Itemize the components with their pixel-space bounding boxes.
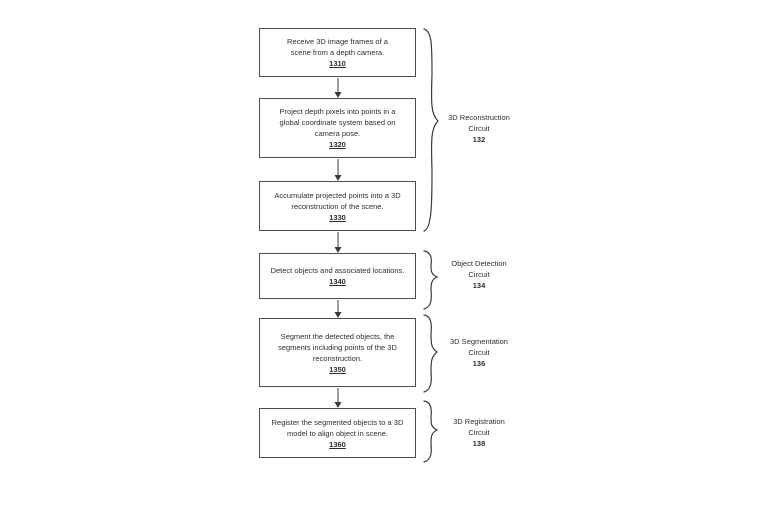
circuit-ref-number: 134 <box>472 281 486 290</box>
step-text-line: camera pose. <box>314 129 361 138</box>
flow-step-box-1350: Segment the detected objects, the segmen… <box>259 318 416 387</box>
flow-step-box-1320: Project depth pixels into points in a gl… <box>259 98 416 158</box>
flow-step-box-1310: Receive 3D image frames of a scene from … <box>259 28 416 77</box>
step-text-line: segments including points of the 3D <box>278 342 397 352</box>
step-text-line: Register the segmented objects to a 3D <box>271 417 404 427</box>
circuit-label-132: 3D Reconstruction Circuit 132 <box>440 112 518 145</box>
flow-arrow <box>334 300 342 318</box>
circuit-label-line: Object Detection <box>451 259 507 268</box>
step-ref-number: 1310 <box>329 59 346 68</box>
circuit-ref-number: 132 <box>472 135 486 144</box>
step-ref-number: 1330 <box>329 212 346 222</box>
circuit-label-line: Circuit <box>468 428 490 437</box>
circuit-label-138: 3D Registration Circuit 138 <box>440 416 518 449</box>
step-text-line: reconstruction. <box>312 353 363 363</box>
flow-arrow <box>334 232 342 253</box>
step-text-line: Segment the detected objects, the <box>280 331 395 341</box>
step-ref-number: 1320 <box>329 140 346 149</box>
circuit-label-line: Circuit <box>468 348 490 357</box>
step-text-line: Detect objects and associated locations. <box>270 266 405 275</box>
step-text-line: scene from a depth camera. <box>290 48 385 57</box>
step-ref-number: 1350 <box>329 364 346 374</box>
step-text-line: Project depth pixels into points in a <box>279 107 396 116</box>
circuit-label-line: Circuit <box>468 124 490 133</box>
step-text-line: Receive 3D image frames of a <box>287 37 388 46</box>
flow-arrow <box>334 159 342 181</box>
circuit-ref-number: 136 <box>472 359 486 368</box>
step-ref-number: 1340 <box>329 277 346 286</box>
brace-3d-reconstruction <box>423 28 439 232</box>
step-text-line: global coordinate system based on <box>279 118 396 127</box>
circuit-ref-number: 138 <box>472 439 486 448</box>
flow-step-box-1330: Accumulate projected points into a 3D re… <box>259 181 416 231</box>
circuit-label-136: 3D Segmentation Circuit 136 <box>440 336 518 369</box>
step-text-line: Accumulate projected points into a 3D <box>274 190 401 200</box>
circuit-label-line: Circuit <box>468 270 490 279</box>
flow-arrow <box>334 388 342 408</box>
brace-3d-segmentation <box>423 314 439 393</box>
brace-object-detection <box>423 250 439 310</box>
step-text-line: model to align object in scene. <box>287 428 388 438</box>
flow-step-box-1360: Register the segmented objects to a 3D m… <box>259 408 416 458</box>
circuit-label-line: 3D Reconstruction <box>448 113 510 122</box>
flow-arrow <box>334 78 342 98</box>
circuit-label-134: Object Detection Circuit 134 <box>440 258 518 291</box>
step-ref-number: 1360 <box>329 439 346 449</box>
circuit-label-line: 3D Registration <box>453 417 505 426</box>
step-text-line: reconstruction of the scene. <box>291 201 384 211</box>
flow-step-box-1340: Detect objects and associated locations.… <box>259 253 416 299</box>
circuit-label-line: 3D Segmentation <box>450 337 508 346</box>
brace-3d-registration <box>423 400 439 463</box>
